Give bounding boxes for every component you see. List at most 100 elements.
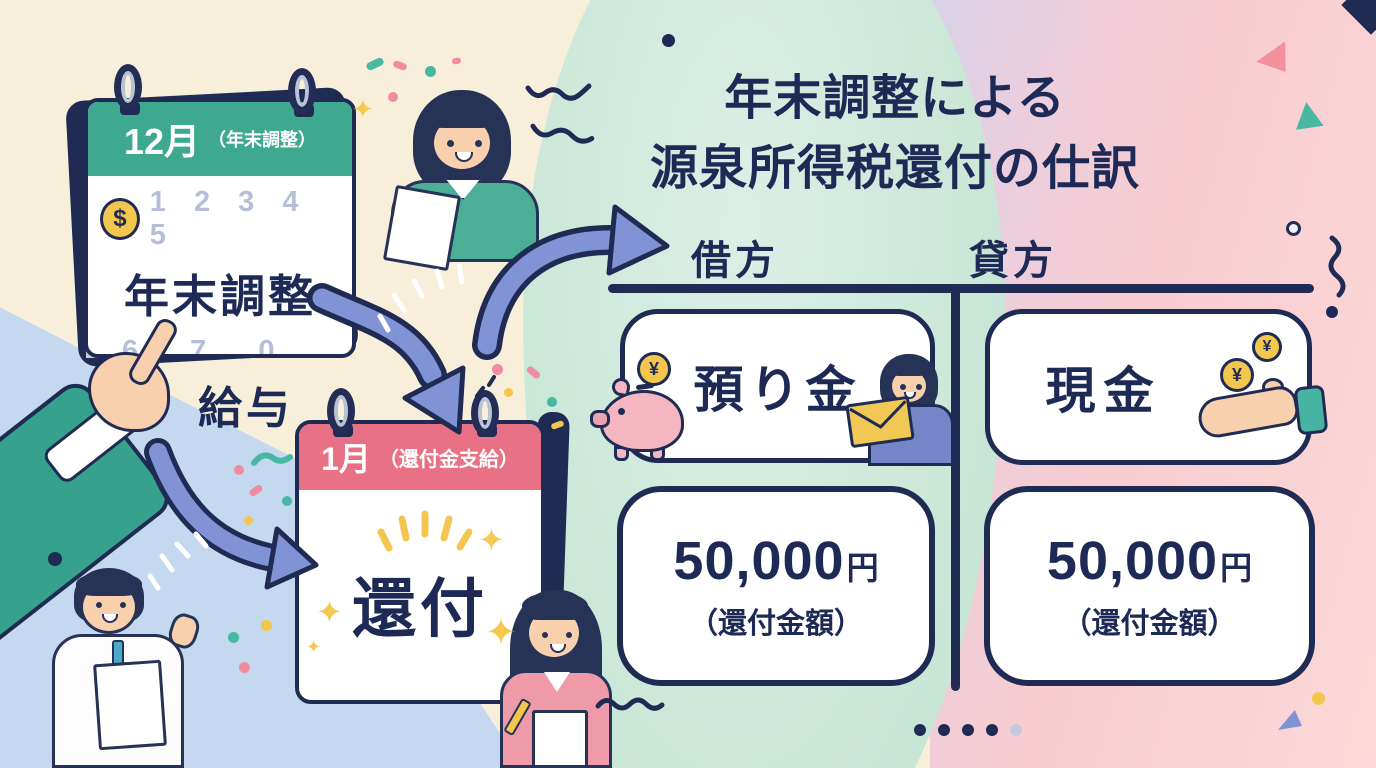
calendar-ring-icon bbox=[471, 390, 499, 436]
decor-dot bbox=[986, 724, 998, 736]
page-title-line1: 年末調整による bbox=[724, 72, 1066, 125]
page-title-line2: 源泉所得税還付の仕訳 bbox=[649, 141, 1140, 195]
sparkle-icon: ✦ bbox=[352, 94, 374, 124]
credit-account-box: 現金 bbox=[985, 309, 1312, 465]
eye bbox=[566, 632, 572, 638]
calendar-january-page: 1月 （還付金支給） 還付 bbox=[295, 420, 545, 704]
hair-fringe bbox=[427, 98, 497, 128]
decor-dot bbox=[962, 724, 974, 736]
person-woman-top bbox=[382, 88, 548, 272]
pointing-hand bbox=[0, 300, 230, 655]
document bbox=[93, 659, 167, 751]
sparkle-icon: ✦ bbox=[306, 637, 322, 657]
credit-amount-line: 50,000 円 bbox=[1047, 530, 1252, 592]
credit-amount-box: 50,000 円 （還付金額） bbox=[984, 486, 1315, 686]
piggy-snout bbox=[590, 410, 610, 428]
decor-dot bbox=[662, 34, 675, 47]
debit-amount-box: 50,000 円 （還付金額） bbox=[617, 486, 935, 686]
sparkle-icon: ✦ bbox=[485, 612, 517, 654]
calendar-december-month-note: （年末調整） bbox=[208, 130, 317, 150]
dollar-coin-icon: $ bbox=[100, 198, 140, 240]
credit-amount-value: 50,000 bbox=[1046, 531, 1219, 591]
calendar-ring-icon bbox=[288, 68, 316, 114]
page-title: 年末調整による 源泉所得税還付の仕訳 bbox=[555, 64, 1235, 203]
confetti bbox=[547, 397, 557, 407]
salary-label: 給与 bbox=[198, 384, 294, 433]
calendar-ring-icon bbox=[327, 388, 355, 434]
calendar-ring-icon bbox=[114, 64, 142, 110]
calendar-december-days-top: 1 2 3 4 5 bbox=[149, 186, 309, 251]
sparkle-icon: ✦ bbox=[478, 522, 505, 558]
envelope-icon bbox=[845, 395, 915, 449]
document bbox=[382, 184, 462, 272]
mouth bbox=[904, 392, 916, 399]
confetti bbox=[244, 516, 253, 525]
mouth bbox=[455, 152, 473, 162]
circle-decor bbox=[1286, 221, 1301, 236]
debit-amount-note: （還付金額） bbox=[688, 608, 863, 640]
yen-coin-icon: ¥ bbox=[1252, 332, 1282, 362]
sparkle-icon: ✦ bbox=[316, 594, 343, 630]
confetti bbox=[492, 364, 503, 375]
eye bbox=[447, 140, 454, 147]
calendar-december-event-label: 年末調整 bbox=[123, 271, 316, 322]
confetti bbox=[392, 59, 408, 72]
calendar-january-month: 1月 bbox=[321, 441, 371, 477]
piggy-bank-icon bbox=[590, 376, 692, 464]
decor-dot bbox=[1010, 724, 1022, 736]
hair-fringe bbox=[76, 572, 142, 596]
decor-dot bbox=[914, 724, 926, 736]
sleeve-cuff bbox=[1293, 384, 1329, 436]
confetti bbox=[228, 632, 239, 643]
credit-account-label: 現金 bbox=[1045, 363, 1162, 419]
debit-account-label: 預り金 bbox=[693, 362, 862, 418]
eye bbox=[96, 602, 102, 608]
calendar-january-event-label: 還付 bbox=[352, 573, 488, 645]
eye bbox=[542, 632, 548, 638]
calendar-december-body: $ 1 2 3 4 5 年末調整 6 7 0 bbox=[88, 176, 352, 354]
debit-amount-unit: 円 bbox=[846, 550, 879, 586]
piggy-body bbox=[600, 390, 684, 452]
document bbox=[532, 710, 588, 768]
person-man-bottom-left bbox=[50, 568, 205, 768]
confetti bbox=[451, 57, 462, 65]
person-envelope-woman bbox=[845, 354, 962, 468]
table-horizontal-rule bbox=[608, 284, 1314, 293]
yen-coin-icon: ¥ bbox=[1220, 358, 1254, 392]
mouth bbox=[102, 614, 118, 623]
decor-dot bbox=[938, 724, 950, 736]
decor-dot bbox=[1312, 692, 1325, 705]
confetti bbox=[504, 388, 513, 397]
table-vertical-divider bbox=[951, 289, 960, 691]
debit-amount-line: 50,000 円 bbox=[673, 530, 878, 592]
eye bbox=[916, 384, 922, 390]
eye bbox=[120, 602, 126, 608]
confetti bbox=[282, 496, 292, 506]
confetti bbox=[239, 662, 250, 673]
mouth bbox=[550, 644, 566, 653]
credit-amount-unit: 円 bbox=[1220, 550, 1253, 586]
hair-fringe bbox=[886, 358, 932, 376]
piggy-eye bbox=[618, 408, 625, 415]
hair-fringe bbox=[522, 592, 588, 620]
decor-dot bbox=[1326, 306, 1338, 318]
confetti bbox=[261, 620, 272, 631]
eye bbox=[475, 140, 482, 147]
confetti bbox=[234, 465, 244, 475]
yen-coin-icon: ¥ bbox=[637, 352, 671, 386]
calendar-january-month-note: （還付金支給） bbox=[378, 448, 519, 471]
debit-column-header: 借方 bbox=[691, 239, 779, 283]
confetti bbox=[365, 56, 385, 72]
open-palm bbox=[1195, 383, 1301, 441]
credit-column-header: 貸方 bbox=[969, 239, 1057, 283]
credit-amount-note: （還付金額） bbox=[1062, 608, 1237, 640]
person-woman-january bbox=[498, 586, 620, 768]
confetti bbox=[388, 92, 398, 102]
sleeve-button bbox=[48, 552, 62, 566]
debit-amount-value: 50,000 bbox=[673, 531, 845, 591]
confetti bbox=[425, 66, 436, 77]
calendar-january: 1月 （還付金支給） 還付 bbox=[293, 388, 583, 713]
hand-receiving-coins-icon: ¥ ¥ bbox=[1195, 330, 1332, 442]
eye bbox=[900, 384, 906, 390]
